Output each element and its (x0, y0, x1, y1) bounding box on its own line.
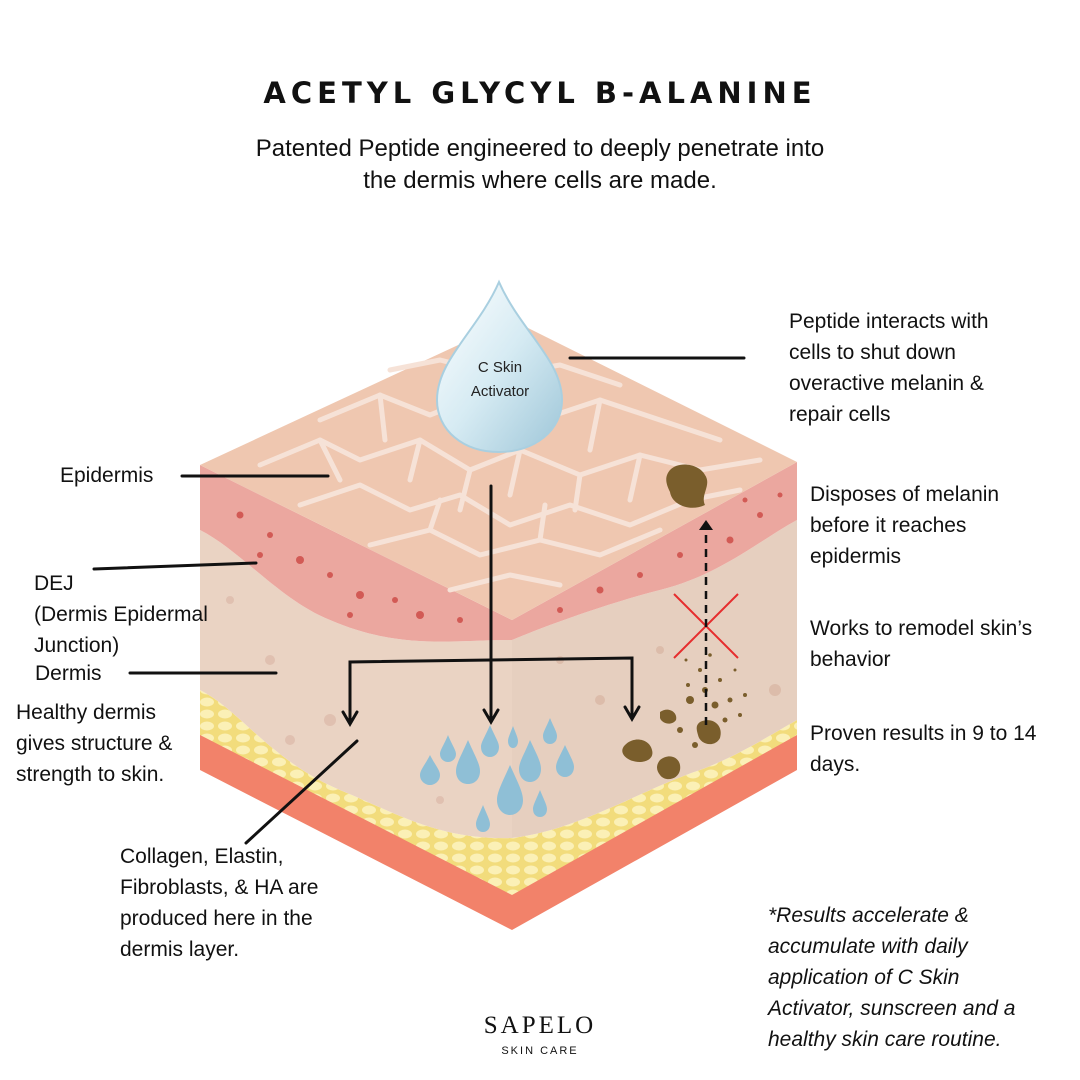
brand-logo-name: SAPELO (440, 1012, 640, 1040)
proven-results-label: Proven results in 9 to 14 days. (810, 718, 1036, 780)
disposes-label: Disposes of melanin before it reaches ep… (810, 479, 999, 572)
peptide-label: Peptide interacts with cells to shut dow… (789, 306, 989, 430)
brand-logo-tagline: SKIN CARE (440, 1045, 640, 1057)
collagen-label: Collagen, Elastin, Fibroblasts, & HA are… (120, 841, 318, 965)
epidermis-label: Epidermis (60, 460, 153, 491)
dej-label-text: DEJ (Dermis Epidermal Junction) (16, 568, 208, 661)
dej-label: DEJ (Dermis Epidermal Junction) (16, 537, 208, 661)
footnote: *Results accelerate & accumulate with da… (768, 900, 1015, 1055)
drop-label: C Skin Activator (440, 356, 560, 404)
healthy-dermis-label: Healthy dermis gives structure & strengt… (16, 697, 172, 790)
remodel-label: Works to remodel skin’s behavior (810, 613, 1032, 675)
dermis-label: Dermis (35, 658, 102, 689)
